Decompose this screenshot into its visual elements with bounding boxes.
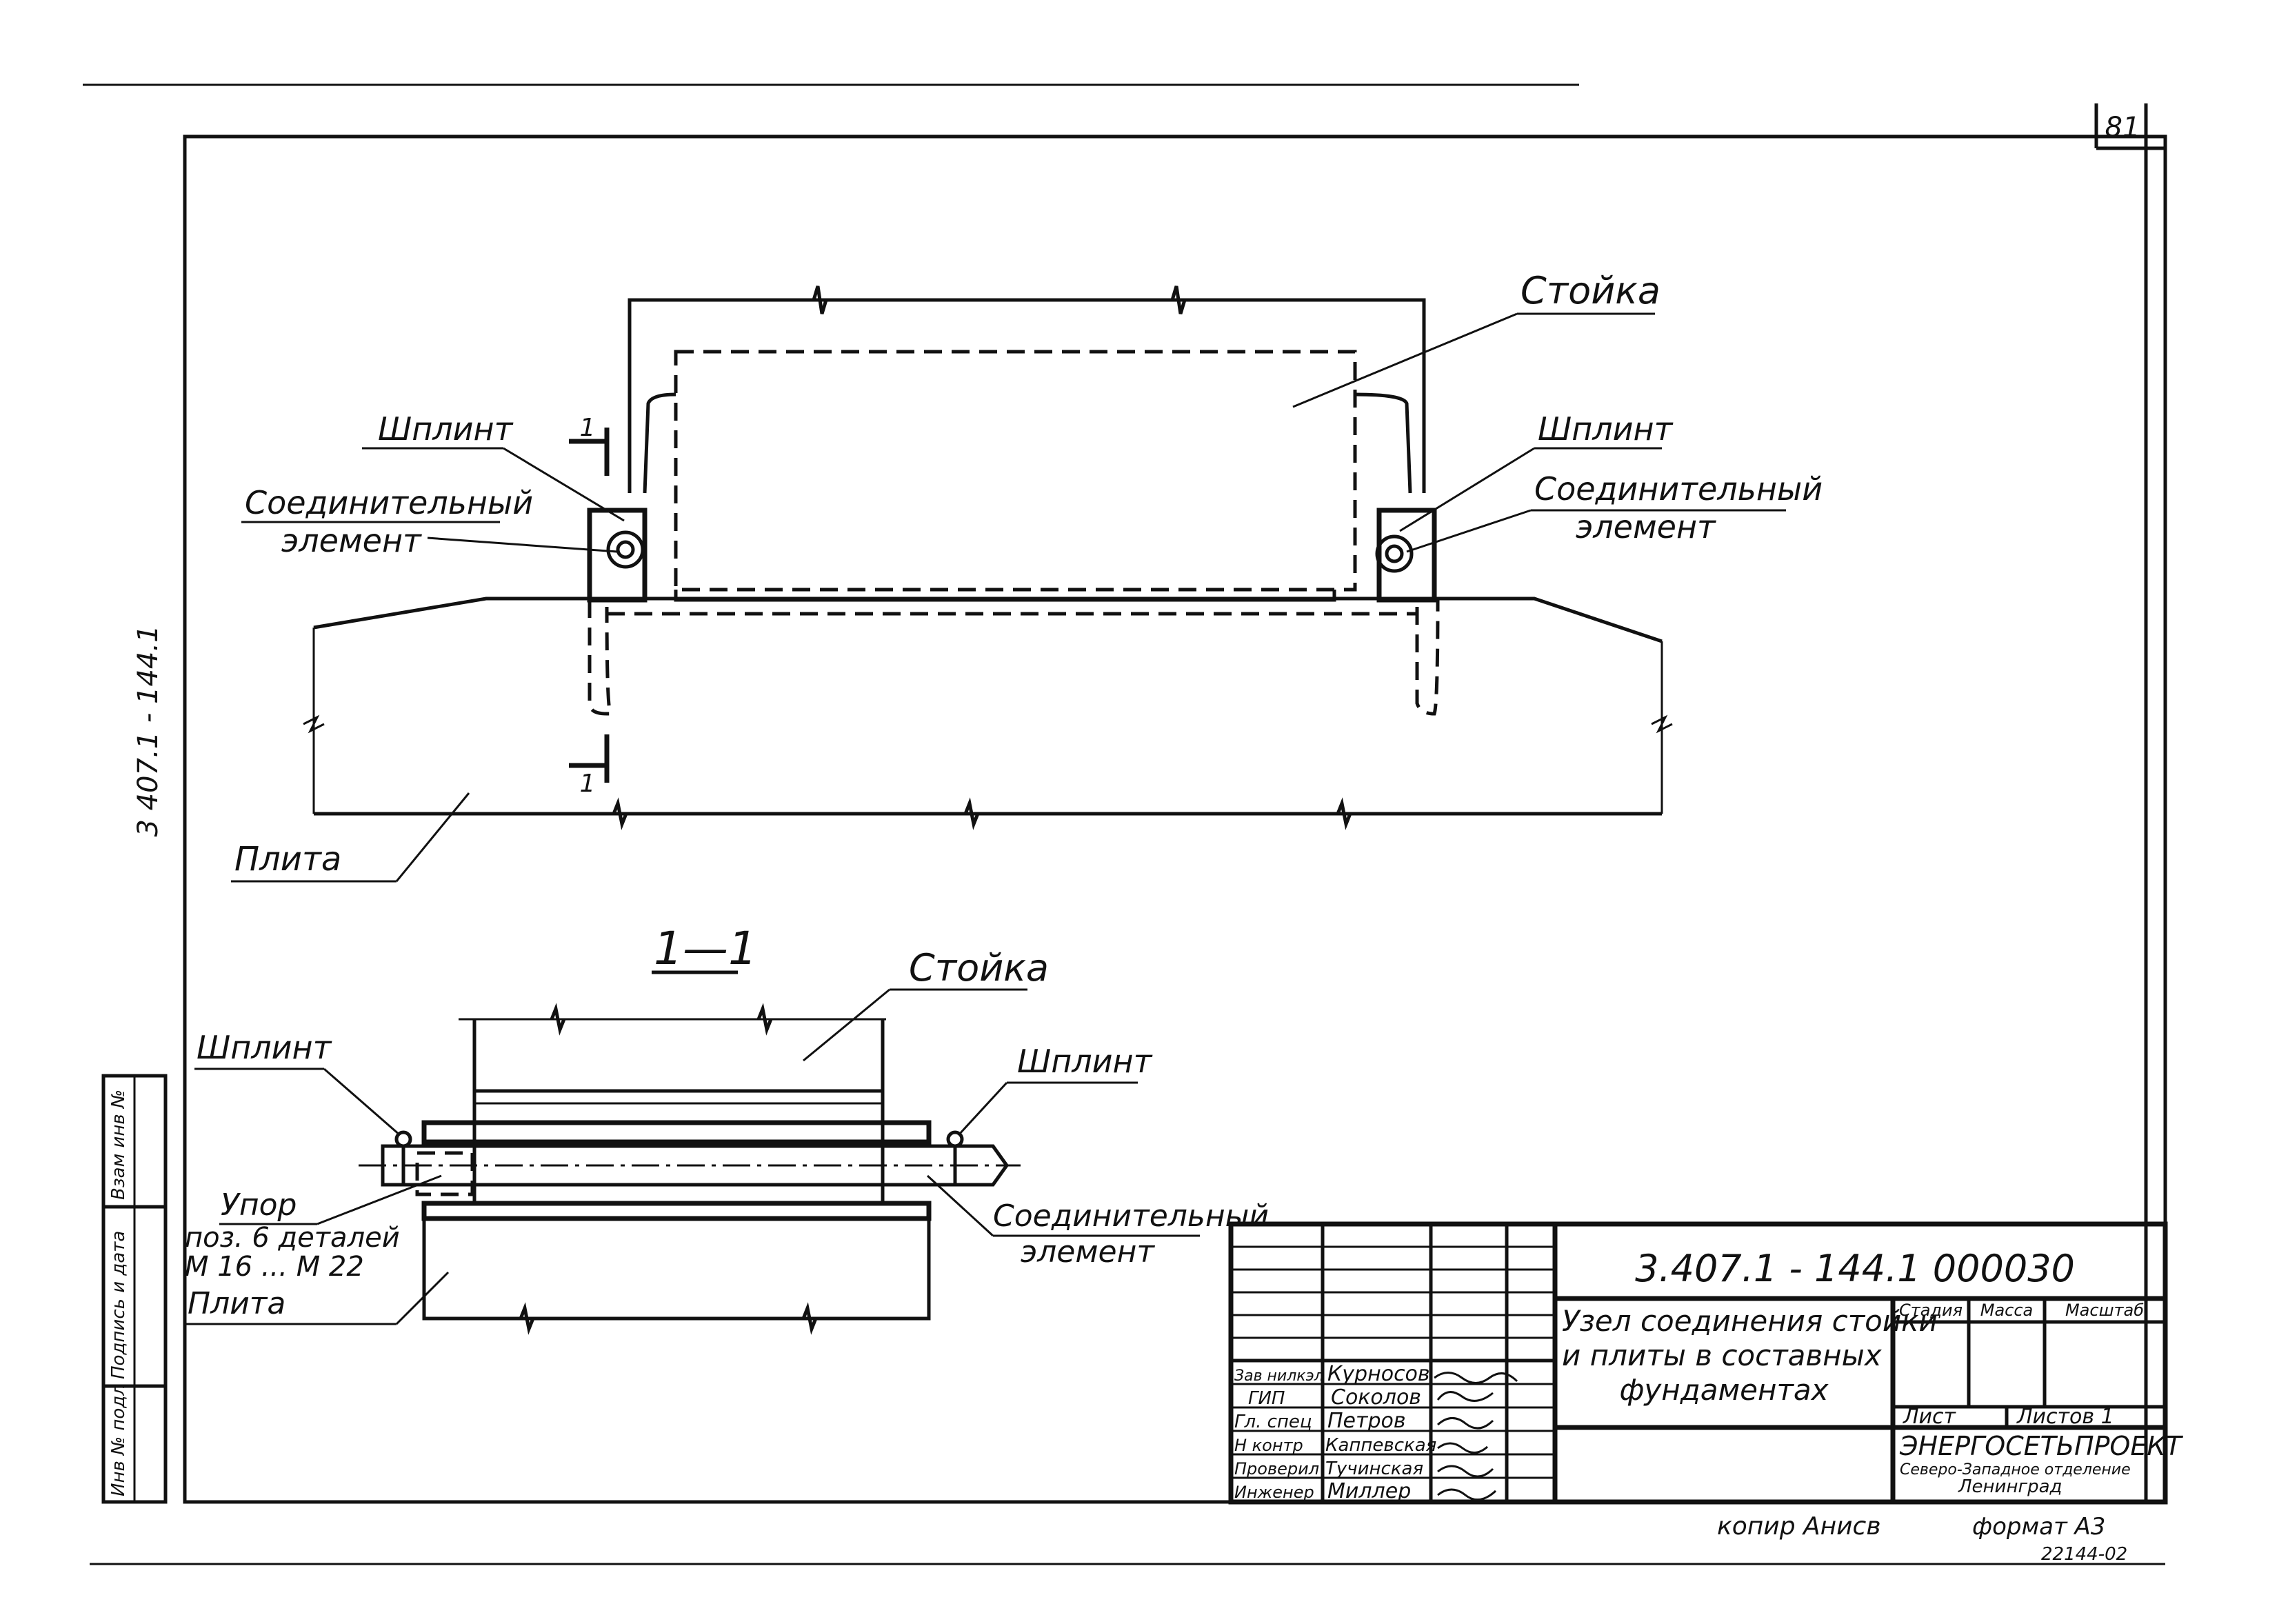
- plan-label-conn-right-2: элемент: [1576, 508, 1716, 545]
- section-title: 1—1: [654, 922, 757, 975]
- plan-label-conn-left-2: элемент: [281, 522, 422, 559]
- drawing-frame: [183, 134, 2167, 1504]
- role-5: Инженер: [1234, 1483, 1314, 1502]
- section-label-conn-1: Соединительный: [993, 1199, 1269, 1234]
- order-number: 22144-02: [2041, 1544, 2127, 1565]
- doc-title-line-3: фундаментах: [1619, 1373, 1829, 1407]
- role-4: Проверил: [1234, 1459, 1319, 1478]
- name-3: Каппевская: [1325, 1435, 1436, 1456]
- format-note: формат А3: [1972, 1513, 2105, 1541]
- name-4: Тучинская: [1325, 1458, 1423, 1479]
- org-name: ЭНЕРГОСЕТЬПРОЕКТ: [1899, 1431, 2183, 1461]
- stamp-vzam-inv: Взам инв №: [108, 1090, 129, 1200]
- section-mark-bottom: 1: [580, 770, 596, 798]
- doc-title-line-1: Узел соединения стойки: [1562, 1304, 1938, 1338]
- stamp-inv-podl: Инв № подл: [108, 1384, 129, 1496]
- plan-label-shplint-left: Шплинт: [378, 410, 514, 448]
- section-view: 1—1 Стойка Шплинт Ш: [185, 922, 1269, 1335]
- name-0: Курносов: [1327, 1362, 1430, 1386]
- doc-title-line-2: и плиты в составных: [1562, 1339, 1883, 1372]
- col-mass: Масса: [1980, 1301, 2034, 1320]
- name-2: Петров: [1327, 1409, 1406, 1433]
- plan-view: 1 1 Стойка Шплинт Соединительный элемент…: [231, 269, 1823, 883]
- col-stage: Стадия: [1899, 1301, 1963, 1320]
- doc-code: 3.407.1 - 144.1 000030: [1635, 1247, 2075, 1290]
- name-5: Миллер: [1327, 1479, 1411, 1503]
- section-label-upor-1: Упор: [221, 1187, 297, 1223]
- plan-label-shplint-right: Шплинт: [1538, 410, 1674, 448]
- org-branch: Северо-Западное отделение: [1900, 1461, 2131, 1478]
- section-label-conn-2: элемент: [1021, 1234, 1155, 1270]
- plan-label-conn-right-1: Соединительный: [1534, 470, 1823, 508]
- section-label-shplint-left: Шплинт: [197, 1029, 332, 1066]
- sheet-number: 81: [2105, 112, 2140, 143]
- section-mark-top: 1: [580, 414, 596, 442]
- sheet-label: Лист: [1903, 1405, 1957, 1429]
- section-label-stoika: Стойка: [909, 946, 1049, 990]
- section-label-shplint-right: Шплинт: [1017, 1043, 1153, 1080]
- org-city: Ленинград: [1958, 1476, 2063, 1497]
- copier-note: копир Анисв: [1717, 1512, 1881, 1541]
- role-3: Н контр: [1234, 1436, 1303, 1455]
- plan-label-conn-left-1: Соединительный: [245, 484, 533, 521]
- role-2: Гл. спец: [1234, 1412, 1312, 1432]
- col-scale: Масштаб: [2065, 1301, 2144, 1320]
- name-1: Соколов: [1331, 1385, 1421, 1410]
- section-label-upor-2: поз. 6 деталей: [185, 1222, 400, 1254]
- section-label-plita: Плита: [188, 1286, 285, 1321]
- role-0: Зав нилкэл: [1234, 1367, 1324, 1385]
- plan-label-stoika: Стойка: [1521, 269, 1660, 312]
- side-doc-code: 3 407.1 - 144.1: [132, 625, 164, 836]
- side-stamp: Инв № подл Подпись и дата Взам инв №: [101, 1074, 168, 1504]
- stamp-signature-date: Подпись и дата: [108, 1231, 129, 1379]
- title-block: 3.407.1 - 144.1 000030 Узел соединения с…: [1228, 1221, 2183, 1505]
- section-label-upor-3: М 16 ... М 22: [185, 1251, 364, 1283]
- sheets-label: Листов 1: [2016, 1405, 2114, 1429]
- plan-label-plita: Плита: [234, 840, 341, 879]
- role-1: ГИП: [1248, 1388, 1285, 1409]
